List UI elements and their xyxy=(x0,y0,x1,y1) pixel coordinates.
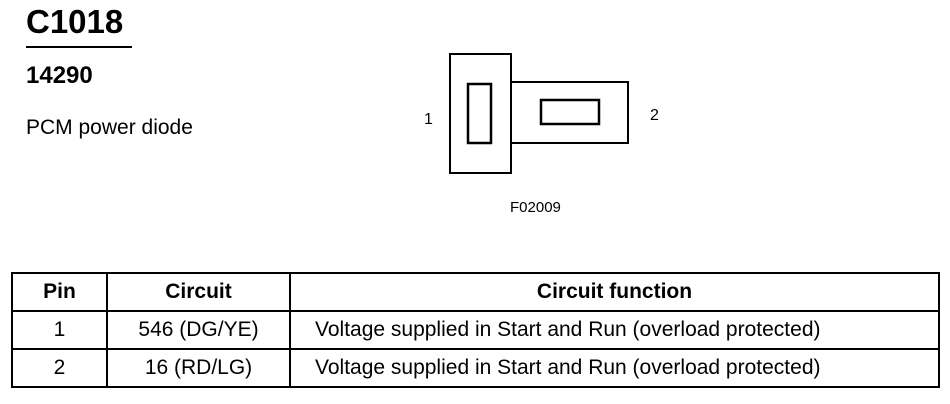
circuit-function: Voltage supplied in Start and Run (overl… xyxy=(289,348,940,388)
header-circuit: Circuit xyxy=(106,272,291,312)
pin-number: 1 xyxy=(11,310,108,350)
circuit-code: 16 (RD/LG) xyxy=(106,348,291,388)
pin-table: Pin Circuit Circuit function 1 546 (DG/Y… xyxy=(11,272,940,388)
connector-diagram: 1 2 F02009 xyxy=(424,53,659,216)
figure-code: F02009 xyxy=(510,199,561,216)
pin-1-label: 1 xyxy=(424,111,433,128)
circuit-function: Voltage supplied in Start and Run (overl… xyxy=(289,310,940,350)
pin-2-label: 2 xyxy=(650,107,659,124)
header-pin: Pin xyxy=(11,272,108,312)
connector-id: C1018 xyxy=(26,3,124,40)
title-underline xyxy=(26,46,132,48)
pin-1-terminal xyxy=(466,82,493,145)
circuit-code: 546 (DG/YE) xyxy=(106,310,291,350)
part-number: 14290 xyxy=(26,62,93,89)
pin-number: 2 xyxy=(11,348,108,388)
connector-description: PCM power diode xyxy=(26,116,193,139)
table-row: 1 546 (DG/YE) Voltage supplied in Start … xyxy=(11,310,940,350)
table-header-row: Pin Circuit Circuit function xyxy=(11,272,940,312)
connector-housing-left xyxy=(449,53,512,174)
header-circuit-function: Circuit function xyxy=(289,272,940,312)
connector-housing-right xyxy=(511,81,629,144)
pin-2-terminal xyxy=(539,98,601,126)
table-row: 2 16 (RD/LG) Voltage supplied in Start a… xyxy=(11,348,940,388)
